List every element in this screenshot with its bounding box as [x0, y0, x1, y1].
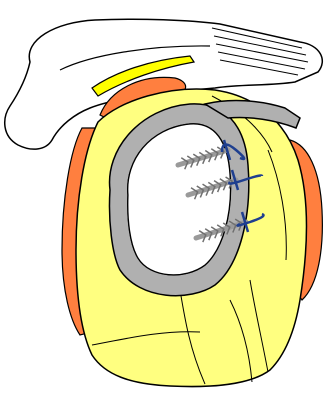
diagram-canvas — [0, 0, 333, 394]
shoulder-labral-repair-diagram — [0, 0, 333, 394]
